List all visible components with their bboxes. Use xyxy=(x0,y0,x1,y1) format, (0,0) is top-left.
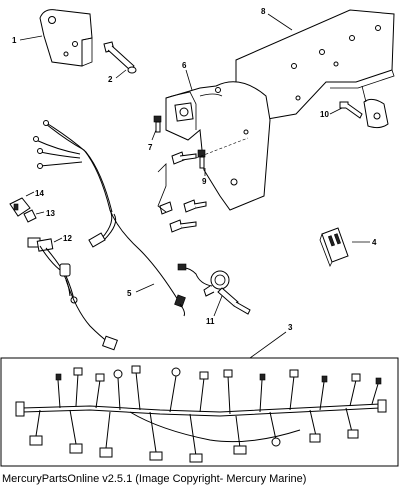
part-5-wire-harness[interactable] xyxy=(33,120,186,317)
callout-2: 2 xyxy=(108,75,113,84)
callout-12: 12 xyxy=(63,234,72,243)
part-1-bracket[interactable] xyxy=(39,9,93,67)
callout-13: 13 xyxy=(46,209,55,218)
part-13-clip[interactable] xyxy=(23,209,37,223)
callout-4: 4 xyxy=(372,238,377,247)
callout-14: 14 xyxy=(35,189,44,198)
callout-11: 11 xyxy=(206,317,215,326)
callout-7: 7 xyxy=(148,143,153,152)
callout-1: 1 xyxy=(12,36,17,45)
part-6-bracket-plate[interactable] xyxy=(165,81,271,211)
part-11-sensor[interactable] xyxy=(177,263,251,315)
part-4-connector[interactable] xyxy=(319,227,349,267)
part-14-plug[interactable] xyxy=(9,197,31,217)
exploded-parts-diagram: 1 2 8 10 6 xyxy=(0,7,399,467)
part-12-jumper-harness[interactable] xyxy=(27,237,118,351)
image-caption: MercuryPartsOnline v2.5.1 (Image Copyrig… xyxy=(2,473,307,485)
part-3-engine-harness[interactable] xyxy=(0,357,399,467)
part-9-bolts[interactable] xyxy=(159,149,207,233)
callout-8: 8 xyxy=(261,7,266,16)
callout-3: 3 xyxy=(288,323,293,332)
callout-10: 10 xyxy=(320,110,329,119)
callout-6: 6 xyxy=(182,61,187,70)
part-2-bolt[interactable] xyxy=(103,41,137,74)
callout-9: 9 xyxy=(202,177,207,186)
callout-5: 5 xyxy=(127,289,132,298)
part-7-screw[interactable] xyxy=(153,115,162,133)
part-10-bolt[interactable] xyxy=(339,101,363,119)
part-8-mounting-plate[interactable] xyxy=(235,9,395,129)
